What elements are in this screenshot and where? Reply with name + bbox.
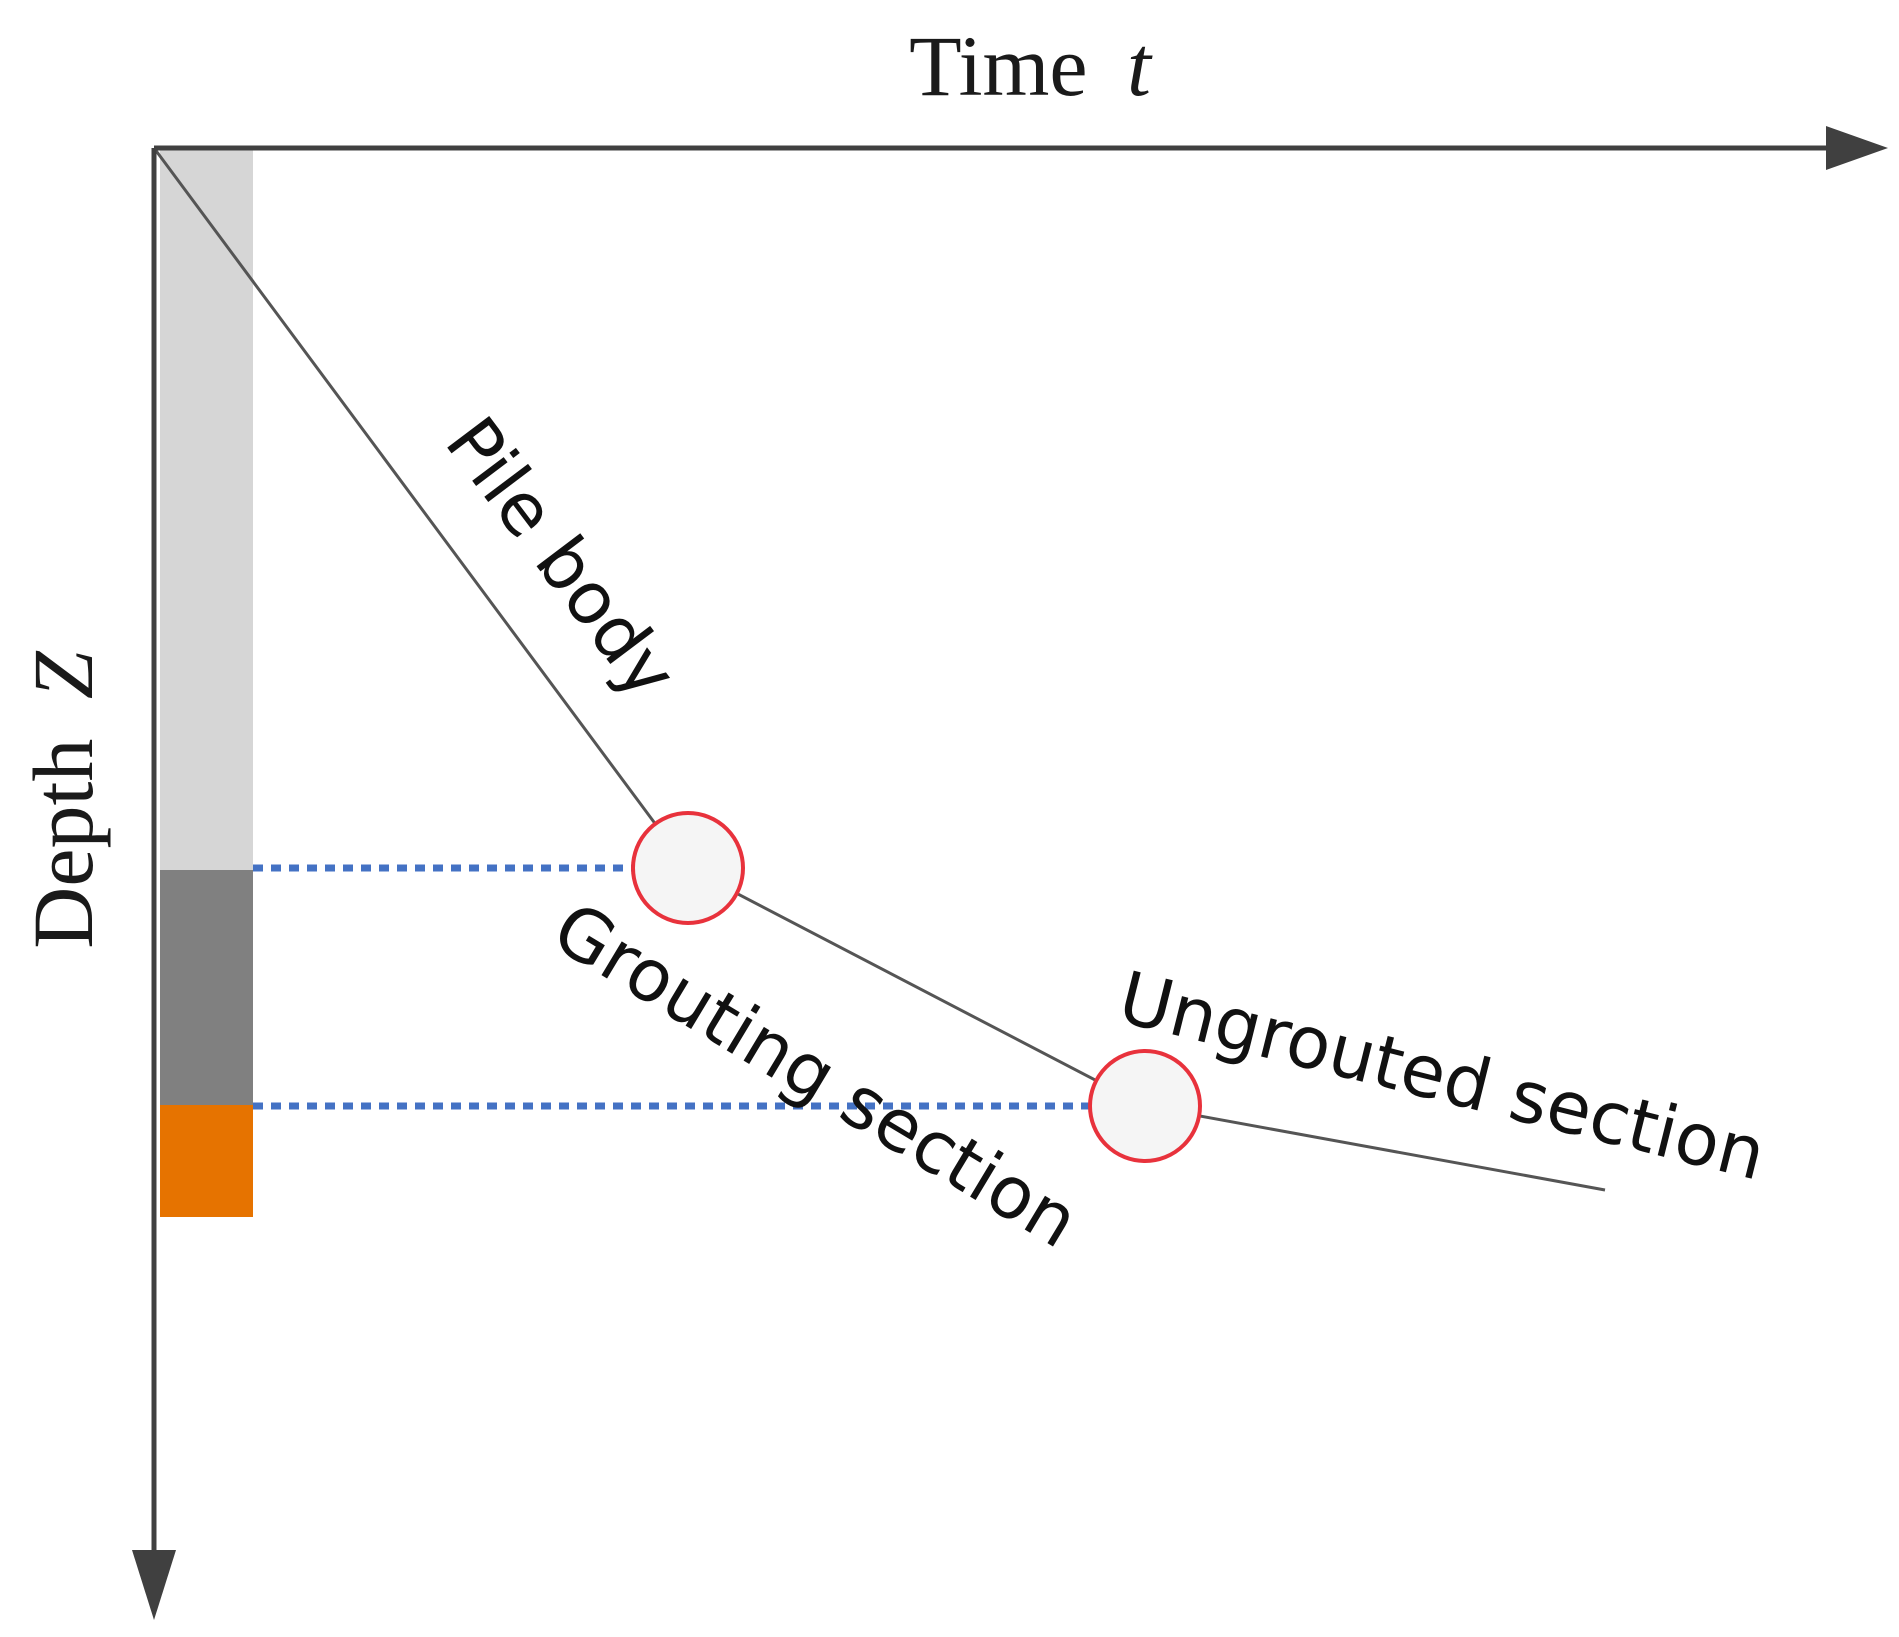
depth-time-curve <box>152 147 1606 1192</box>
grouting-section-label: Grouting section <box>539 886 1093 1265</box>
time-axis-label: Time <box>909 18 1087 114</box>
pile-lower-segment <box>160 1105 253 1217</box>
grouting-start-marker <box>631 811 745 925</box>
pile-body-label: Pile body <box>429 402 693 714</box>
depth-axis-variable: Z <box>15 650 111 699</box>
time-axis-title: Time t <box>909 18 1153 114</box>
pile-upper-segment <box>160 148 253 870</box>
depth-axis-arrow-icon <box>132 1550 176 1620</box>
depth-axis-title: Depth Z <box>15 650 111 949</box>
time-axis-arrow-icon <box>1826 126 1888 170</box>
depth-axis-label: Depth <box>15 739 111 949</box>
grouting-end-marker <box>1088 1049 1202 1163</box>
time-axis-variable: t <box>1127 18 1153 114</box>
pile-middle-segment <box>160 870 253 1105</box>
